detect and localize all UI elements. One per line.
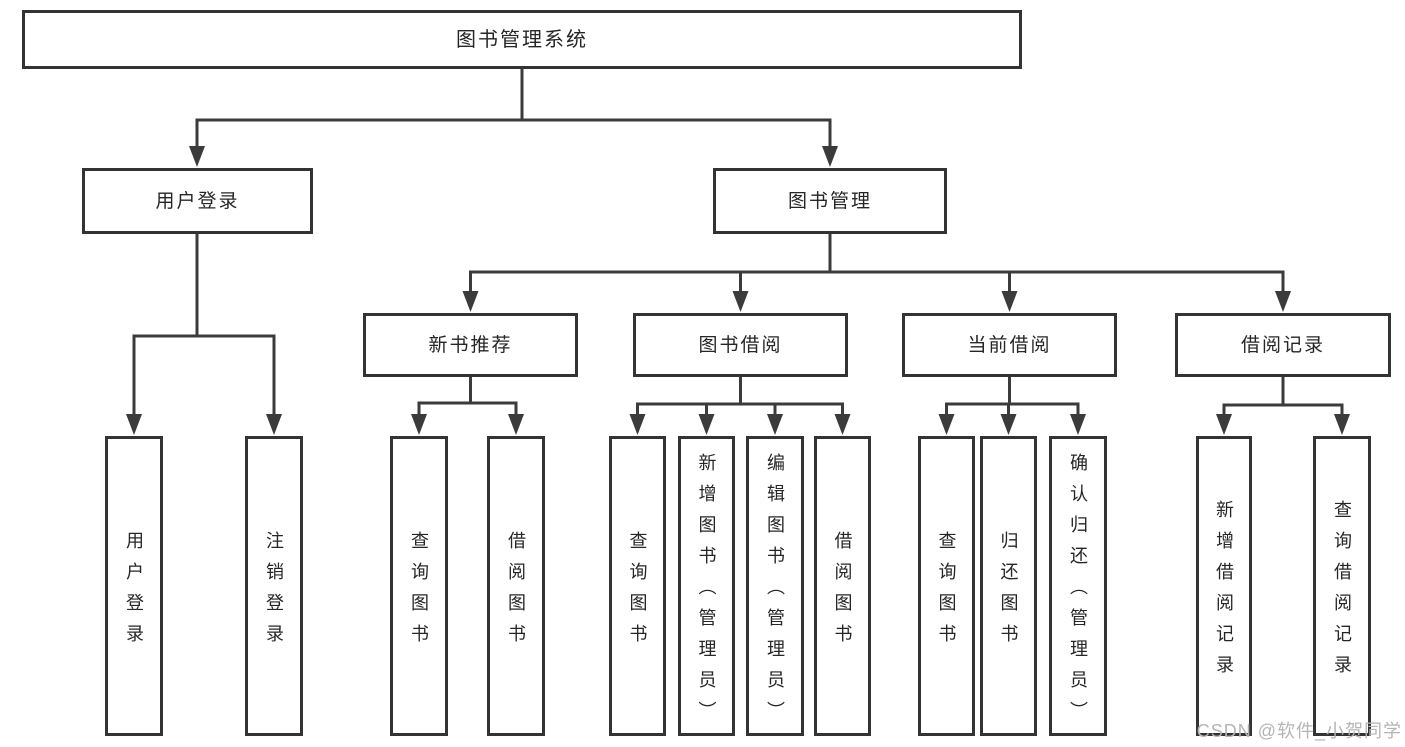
leaf-confirm-return-admin: 确认归还（管理员） [1049, 436, 1107, 736]
node-label: 借阅记录 [1240, 334, 1325, 356]
arrowhead-icon [938, 414, 955, 435]
node-label: 查询图书 [936, 530, 957, 655]
leaf-query-books-1: 查询图书 [390, 436, 448, 736]
leaf-add-book-admin: 新增图书（管理员） [678, 436, 735, 736]
leaf-query-books-2: 查询图书 [609, 436, 666, 736]
arrowhead-icon [411, 414, 427, 435]
node-label: 编辑图书（管理员） [765, 453, 785, 732]
arrowhead-icon [834, 414, 851, 435]
node-label: 借阅图书 [832, 530, 853, 655]
arrowhead-icon [732, 291, 749, 312]
arrowhead-icon [189, 146, 205, 167]
leaf-query-books-3: 查询图书 [918, 436, 975, 736]
node-label: 新增图书（管理员） [696, 453, 717, 732]
arrowhead-icon [767, 414, 783, 435]
node-label: 用户登录 [155, 190, 240, 212]
arrowhead-icon [698, 414, 715, 435]
arrowhead-icon [822, 146, 838, 167]
arrowhead-icon [266, 414, 282, 435]
arrowhead-icon [462, 291, 479, 312]
arrowhead-icon [126, 414, 142, 435]
leaf-logout: 注销登录 [245, 436, 303, 736]
node-label: 当前借阅 [967, 334, 1052, 356]
node-label: 用户登录 [124, 530, 144, 655]
node-book-borrow: 图书借阅 [633, 313, 848, 377]
arrowhead-icon [508, 414, 524, 435]
node-label: 查询图书 [627, 530, 648, 655]
arrowhead-icon [1000, 414, 1017, 435]
node-user-login: 用户登录 [82, 168, 313, 234]
arrowhead-icon [1216, 414, 1232, 435]
node-label: 确认归还（管理员） [1068, 453, 1088, 732]
node-label: 查询图书 [409, 530, 429, 655]
node-current-borrow: 当前借阅 [902, 313, 1117, 377]
arrowhead-icon [1275, 291, 1291, 312]
leaf-add-borrow-record: 新增借阅记录 [1196, 436, 1252, 736]
leaf-query-borrow-record: 查询借阅记录 [1313, 436, 1371, 736]
leaf-edit-book-admin: 编辑图书（管理员） [746, 436, 804, 736]
arrowhead-icon [1070, 414, 1086, 435]
node-label: 新增借阅记录 [1214, 499, 1234, 686]
node-label: 图书管理系统 [456, 28, 588, 51]
arrowhead-icon [629, 414, 646, 435]
leaf-user-login: 用户登录 [105, 436, 163, 736]
node-label: 新书推荐 [428, 334, 513, 356]
node-book-management: 图书管理 [713, 168, 947, 234]
node-label: 归还图书 [998, 530, 1019, 655]
watermark: CSDN @软件_小贺同学 [1196, 721, 1402, 741]
node-new-book-recommend: 新书推荐 [363, 313, 578, 377]
arrowhead-icon [1334, 414, 1350, 435]
node-label: 借阅图书 [506, 530, 526, 655]
arrowhead-icon [1001, 291, 1018, 312]
node-label: 图书借阅 [698, 334, 783, 356]
leaf-return-book: 归还图书 [980, 436, 1037, 736]
node-label: 查询借阅记录 [1332, 499, 1352, 686]
leaf-borrow-books-2: 借阅图书 [814, 436, 871, 736]
node-borrow-records: 借阅记录 [1175, 313, 1391, 377]
node-library-system: 图书管理系统 [22, 10, 1022, 69]
node-label: 图书管理 [787, 190, 872, 212]
node-label: 注销登录 [264, 530, 284, 655]
leaf-borrow-books-1: 借阅图书 [487, 436, 545, 736]
